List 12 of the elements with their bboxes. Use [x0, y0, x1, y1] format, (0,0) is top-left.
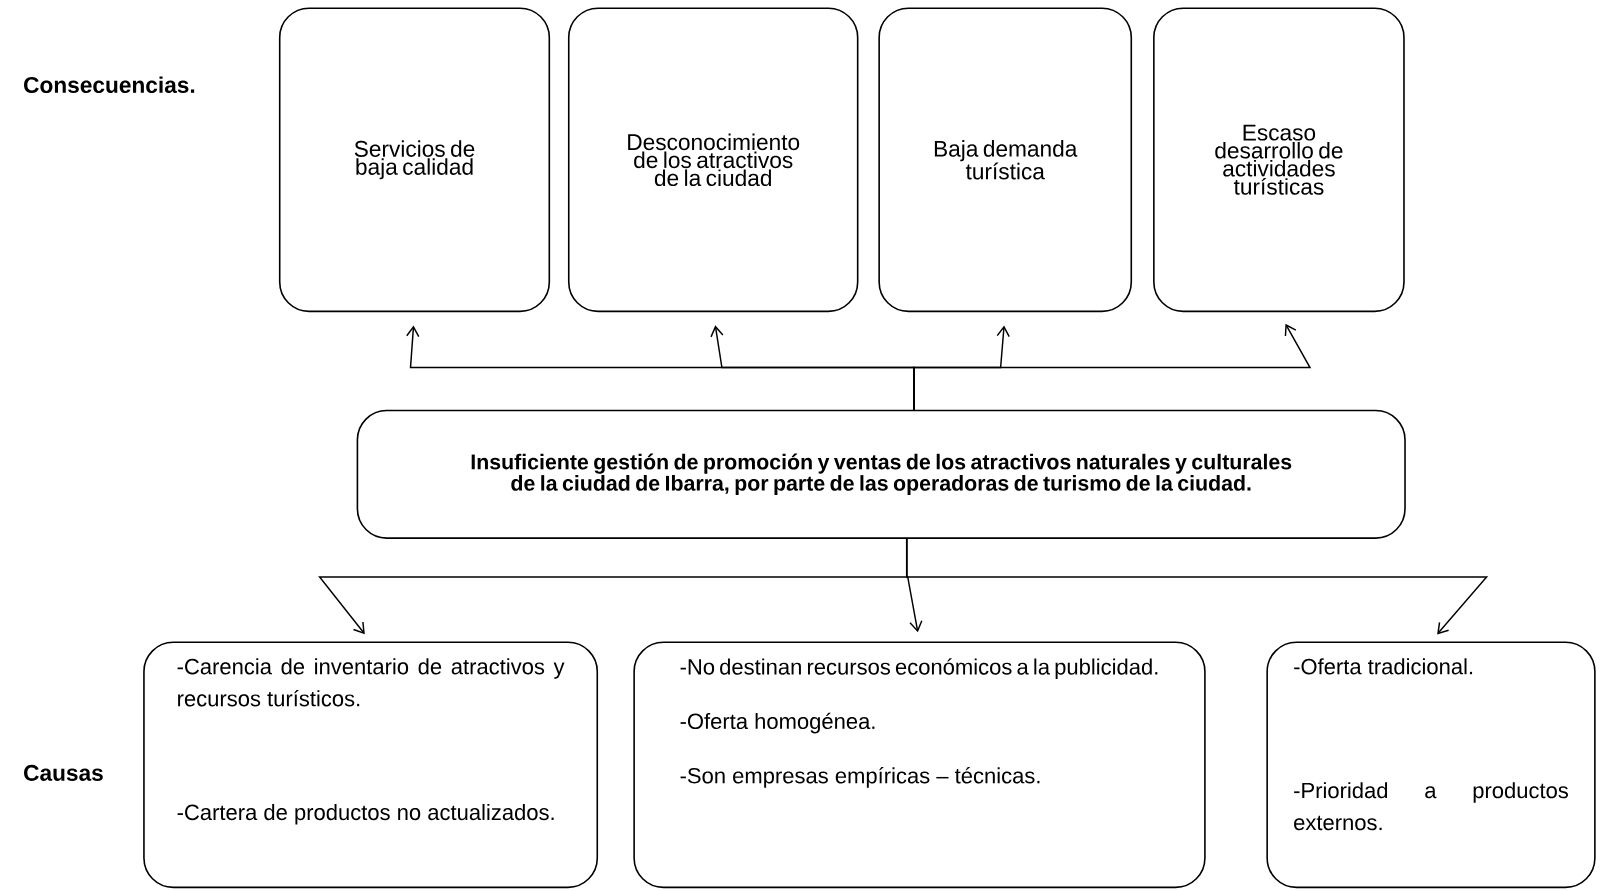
arrow — [905, 538, 1489, 635]
arrow — [913, 323, 1312, 411]
cause-box: -Oferta tradicional. -Prioridad a productos externos. — [1266, 641, 1596, 889]
consequence-box: Desconocimiento de los atractivos de la ciudad — [567, 7, 859, 313]
cause-box: -No destinan recursos económicos a la publicidad. -Oferta homogénea. -Son empresas empíricas – técnicas. — [633, 641, 1206, 889]
consequence-box: Baja demanda turística — [878, 7, 1133, 313]
section-label: Consecuencias. — [24, 76, 195, 94]
consequence-box: Servicios de baja calidad — [278, 7, 551, 313]
problem-box: Insuficiente gestión de promoción y ventas de los atractivos naturales y culturales de la ciudad de Ibarra, por parte de las operadoras de turismo de la ciudad. — [356, 409, 1406, 539]
consequence-box: Escaso desarrollo de actividades turísticas — [1153, 7, 1405, 313]
cause-box: -Carencia de inventario de atractivos y recursos turísticos. -Cartera de productos no actualizados. — [143, 641, 599, 889]
section-label: Causas — [24, 764, 103, 781]
